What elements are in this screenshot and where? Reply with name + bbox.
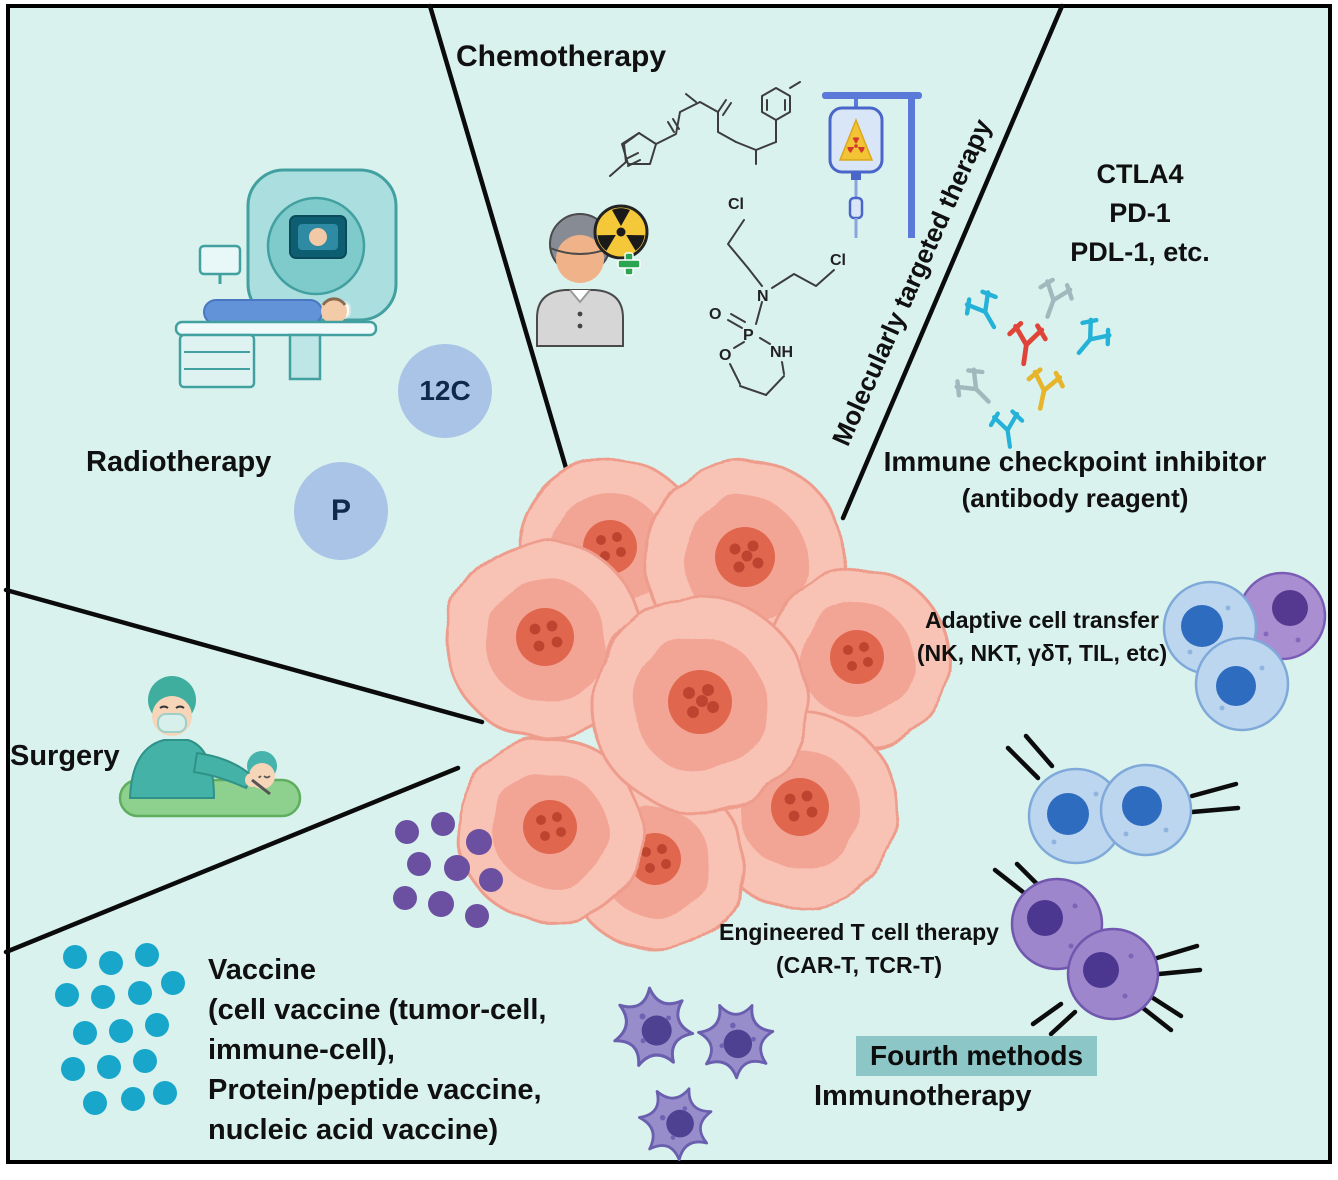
radiotherapy-label: Radiotherapy bbox=[86, 446, 272, 478]
atom-label-cl: Cl bbox=[728, 196, 744, 213]
chemotherapy-label: Chemotherapy bbox=[456, 40, 667, 73]
purple-cell bbox=[1066, 927, 1160, 1021]
target-ctla4: CTLA4 bbox=[1096, 159, 1184, 189]
radiation-symbol-icon bbox=[593, 204, 649, 260]
engineered-line1: Engineered T cell therapy bbox=[719, 919, 999, 945]
atom-label-cl: Cl bbox=[830, 252, 846, 269]
antibody-cluster-icon bbox=[945, 268, 1130, 448]
target-pdl1: PDL-1, etc. bbox=[1070, 237, 1210, 267]
vaccine-line5: nucleic acid vaccine) bbox=[208, 1114, 499, 1146]
engineered-line2: (CAR-T, TCR-T) bbox=[775, 952, 943, 978]
carbon-ion-bubble: 12C bbox=[398, 344, 492, 438]
medical-cross-icon bbox=[617, 252, 641, 276]
immune-checkpoint-line2: (antibody reagent) bbox=[961, 483, 1189, 513]
tumor-cell bbox=[590, 595, 810, 815]
tumor-cluster bbox=[445, 456, 951, 952]
surgery-label: Surgery bbox=[10, 740, 120, 772]
adaptive-line2: (NK, NKT, γδT, TIL, etc) bbox=[916, 640, 1168, 666]
blue-cell bbox=[1194, 636, 1290, 732]
radiotherapy-machine-icon bbox=[174, 168, 398, 389]
cyclophosphamide-structure bbox=[727, 219, 835, 396]
checkpoint-targets-list: CTLA4 PD-1 PDL-1, etc. bbox=[1030, 155, 1250, 272]
vaccine-dots-purple bbox=[393, 812, 503, 928]
fourth-methods-badge: Fourth methods bbox=[856, 1036, 1098, 1076]
target-pd1: PD-1 bbox=[1109, 198, 1171, 228]
vaccine-dots-teal bbox=[55, 943, 185, 1115]
atom-label-o: O bbox=[709, 306, 722, 323]
blue-cell bbox=[1027, 767, 1125, 865]
nk-cells-icon bbox=[1005, 733, 1241, 865]
cart-cells-icon bbox=[992, 861, 1203, 1037]
adaptive-cell-transfer-caption: Adaptive cell transfer (NK, NKT, γδT, TI… bbox=[892, 604, 1192, 670]
dendritic-cells-icon bbox=[610, 982, 791, 1169]
vaccine-line1: Vaccine bbox=[208, 954, 317, 986]
car-receptor-lines bbox=[992, 861, 1203, 1037]
atom-label-nh: NH bbox=[770, 344, 794, 361]
receptor-lines bbox=[1005, 733, 1241, 815]
iv-drip-icon bbox=[822, 92, 922, 238]
vaccine-line3: immune-cell), bbox=[208, 1034, 395, 1066]
carbon-ion-label: 12C bbox=[419, 375, 471, 406]
proton-bubble: P bbox=[294, 462, 388, 560]
engineered-t-cell-caption: Engineered T cell therapy (CAR-T, TCR-T) bbox=[699, 916, 1019, 982]
adaptive-cells-icon bbox=[1162, 571, 1327, 732]
vaccine-line4: Protein/peptide vaccine, bbox=[208, 1074, 542, 1106]
tumor-cell bbox=[456, 736, 644, 924]
surgeon-icon bbox=[118, 676, 302, 818]
vaccine-caption: Vaccine (cell vaccine (tumor-cell, immun… bbox=[208, 950, 546, 1150]
vaccine-line2: (cell vaccine (tumor-cell, bbox=[208, 994, 547, 1026]
patient-radiation-icon bbox=[536, 204, 649, 347]
chemo-molecule-structure bbox=[609, 81, 801, 177]
immune-checkpoint-caption: Immune checkpoint inhibitor (antibody re… bbox=[875, 444, 1275, 516]
proton-label: P bbox=[330, 494, 351, 527]
atom-label-p: P bbox=[743, 327, 754, 344]
atom-label-o: O bbox=[719, 347, 732, 364]
atom-label-n: N bbox=[757, 288, 769, 305]
adaptive-line1: Adaptive cell transfer bbox=[925, 607, 1159, 633]
immune-checkpoint-line1: Immune checkpoint inhibitor bbox=[883, 446, 1267, 477]
blue-cell bbox=[1099, 763, 1193, 857]
immunotherapy-label: Immunotherapy bbox=[814, 1080, 1032, 1112]
